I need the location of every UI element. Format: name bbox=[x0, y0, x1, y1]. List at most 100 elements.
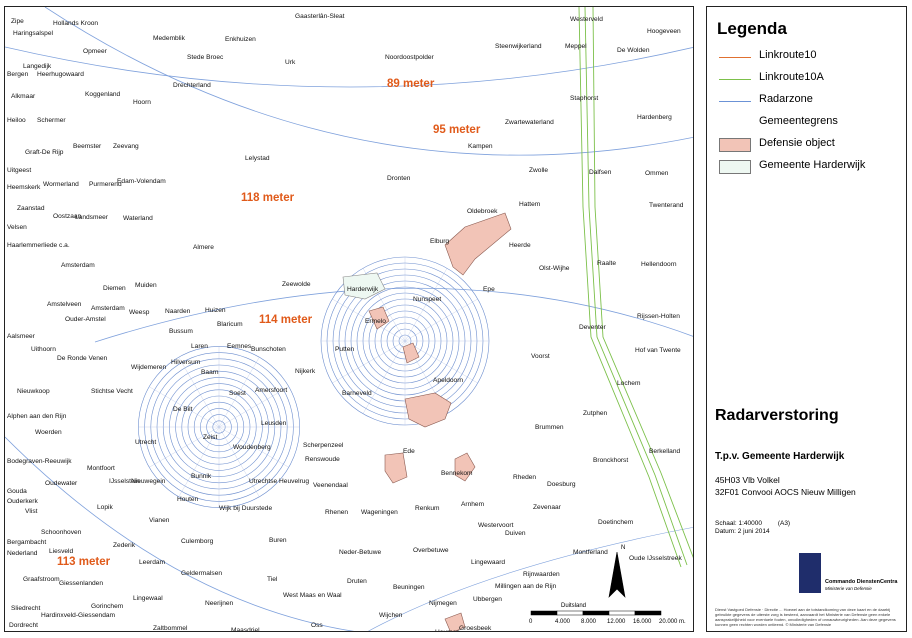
place-label: Oudewater bbox=[45, 480, 78, 487]
place-label: Doesburg bbox=[547, 481, 576, 488]
place-label: West Maas en Waal bbox=[283, 592, 342, 599]
place-label: Hof van Twente bbox=[635, 347, 681, 354]
place-label: Baarn bbox=[201, 369, 219, 376]
place-label: Millingen aan de Rijn bbox=[495, 583, 557, 590]
scale-bar-unit: Duitsland bbox=[561, 603, 586, 609]
place-label: Hollands Kroon bbox=[53, 20, 98, 27]
scale-bar-tick: 12.000 bbox=[607, 619, 626, 625]
place-label: Dronten bbox=[387, 175, 411, 182]
place-label: Huizen bbox=[205, 307, 226, 314]
place-label: Wageningen bbox=[361, 509, 398, 516]
radarzone-arc bbox=[368, 527, 693, 631]
scale-bar-tick: 4.000 bbox=[555, 619, 571, 625]
legend-item-label: Linkroute10 bbox=[759, 49, 817, 61]
place-label: Buren bbox=[269, 537, 287, 544]
scale-bar-segment bbox=[582, 610, 610, 616]
place-label: Harderwijk bbox=[347, 286, 379, 293]
radar-ring-east-spoke bbox=[332, 340, 406, 384]
place-label: Westervoort bbox=[478, 522, 514, 529]
place-label: Montfoort bbox=[87, 465, 115, 472]
defense-object-area bbox=[368, 306, 390, 330]
disclaimer-text: Dienst Vastgoed Defensie · Directie ... … bbox=[715, 607, 896, 627]
place-label: Zwolle bbox=[529, 167, 548, 174]
place-label: Duiven bbox=[505, 530, 526, 537]
place-label: Zaanstad bbox=[17, 205, 45, 212]
place-label: Rheden bbox=[513, 474, 536, 481]
place-label: Landsmeer bbox=[75, 214, 109, 221]
place-label: Raalte bbox=[597, 260, 616, 267]
north-arrow-icon bbox=[608, 551, 626, 598]
place-label: Dalfsen bbox=[589, 169, 612, 176]
place-label: Haringsalspel bbox=[13, 30, 53, 37]
place-label: Ommen bbox=[645, 170, 669, 177]
place-label: Zwartewaterland bbox=[505, 119, 554, 126]
place-label: Putten bbox=[335, 346, 354, 353]
place-label: Bennekom bbox=[441, 470, 473, 477]
place-label: De Wolden bbox=[617, 47, 650, 54]
place-label: Woudenberg bbox=[233, 444, 271, 451]
place-label: Koggenland bbox=[85, 91, 121, 98]
place-label: Lingewaal bbox=[133, 595, 163, 602]
map-title: Radarverstoring bbox=[715, 407, 839, 424]
place-label: Leerdam bbox=[139, 559, 166, 566]
place-label: Utrecht bbox=[135, 439, 156, 446]
place-label: Werkendam bbox=[39, 631, 75, 632]
legend-item-label: Radarzone bbox=[759, 93, 813, 105]
place-label: Muiden bbox=[135, 282, 157, 289]
place-label: Apeldoorn bbox=[433, 377, 463, 384]
place-label: Langedijk bbox=[23, 63, 52, 70]
radarzone-arc bbox=[5, 46, 693, 88]
place-label: Haarlemmerliede c.a. bbox=[7, 242, 70, 249]
place-label: Oude IJsselstreek bbox=[629, 555, 682, 562]
place-label: Druten bbox=[347, 578, 367, 585]
place-label: Hardinxveld-Giessendam bbox=[41, 612, 116, 619]
place-label: Enkhuizen bbox=[225, 36, 256, 43]
place-label: Soest bbox=[229, 390, 246, 397]
place-label: Hoorn bbox=[133, 99, 151, 106]
date-info: Datum: 2 juni 2014 bbox=[715, 528, 770, 535]
place-label: Voorst bbox=[531, 353, 550, 360]
place-label: Laren bbox=[191, 343, 208, 350]
place-label: Vianen bbox=[149, 517, 170, 524]
place-label: Westerveld bbox=[570, 16, 603, 23]
legend-item-label: Gemeentegrens bbox=[759, 115, 838, 127]
place-label: Zeevang bbox=[113, 143, 139, 150]
place-label: Gouda bbox=[7, 488, 27, 495]
place-label: Lopik bbox=[97, 504, 113, 511]
place-label: Graafstroom bbox=[23, 576, 60, 583]
scale-value: 1:40000 bbox=[738, 520, 763, 527]
place-label: Nederland bbox=[7, 550, 38, 557]
place-label: De Ronde Venen bbox=[57, 355, 108, 362]
place-label: Hilversum bbox=[171, 359, 201, 366]
place-label: Hellendoorn bbox=[641, 261, 677, 268]
place-label: Vlist bbox=[25, 508, 38, 515]
place-label: De Bilt bbox=[173, 406, 193, 413]
place-label: Rijssen-Holten bbox=[637, 313, 680, 320]
scale-bar-tick: 16.000 bbox=[633, 619, 652, 625]
place-label: Ouderkerk bbox=[7, 498, 38, 505]
place-label: Twenterand bbox=[649, 202, 684, 209]
place-label: Deventer bbox=[579, 324, 607, 331]
place-label: Zeist bbox=[203, 434, 217, 441]
place-label: Renkum bbox=[415, 505, 440, 512]
place-label: Amsterdam bbox=[61, 262, 95, 269]
scale-label: Schaal: bbox=[715, 520, 737, 527]
height-label: 113 meter bbox=[57, 556, 111, 568]
place-label: Berkelland bbox=[649, 448, 680, 455]
place-label: Beuningen bbox=[393, 584, 425, 591]
radar-ring-west-spoke bbox=[149, 386, 220, 428]
height-label: 95 meter bbox=[433, 124, 481, 136]
place-label: Rhenen bbox=[325, 509, 348, 516]
place-label: Neder-Betuwe bbox=[339, 549, 381, 556]
place-label: Bergambacht bbox=[7, 539, 46, 546]
radar-ring-east-spoke bbox=[362, 340, 406, 414]
place-label: Liesveld bbox=[49, 548, 74, 555]
place-label: Almere bbox=[193, 244, 214, 251]
logo-line-2: Ministerie van Defensie bbox=[825, 586, 872, 591]
radar-ring-east-spoke bbox=[404, 268, 448, 342]
place-label: Heerhugowaard bbox=[37, 71, 84, 78]
radar-ring-west-spoke bbox=[149, 426, 220, 468]
